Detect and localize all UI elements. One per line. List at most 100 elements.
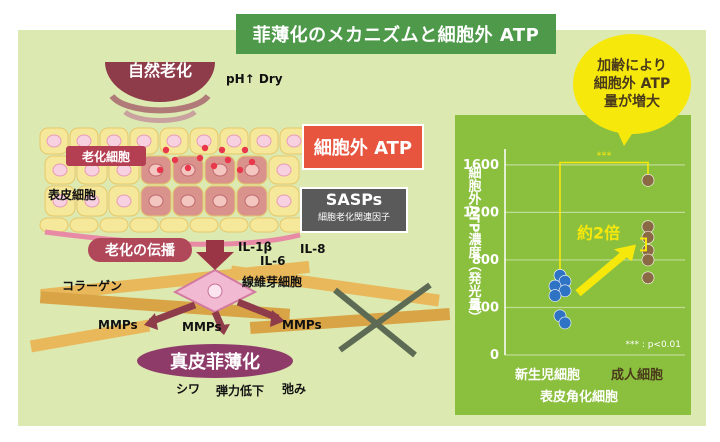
cell-nucleus [52, 163, 68, 177]
cell-nucleus [116, 194, 132, 208]
il1b-label: IL-1β [238, 240, 273, 254]
collagen-fiber [29, 319, 151, 353]
epidermis-cells [39, 127, 309, 233]
epidermal-cell [129, 217, 159, 233]
epidermal-cell [249, 217, 279, 233]
extracellular-atp-box: 細胞外 ATP [302, 124, 424, 170]
fold-arrow-head [614, 244, 636, 262]
atp-dot [218, 146, 226, 154]
atp-dot [156, 166, 164, 174]
sasps-label: SASPs [325, 190, 383, 209]
bracket-line [559, 161, 649, 272]
y-tick-label: 400 [472, 300, 499, 315]
propagation-arrow [196, 240, 234, 270]
elasticity-label: 弾力低下 [216, 384, 265, 398]
mmps-arrow [236, 298, 280, 322]
sasps-sublabel: 細胞老化関連因子 [317, 213, 390, 223]
chart-grid [504, 149, 685, 356]
fold-arrow-shaft [575, 249, 629, 297]
epidermal-cell [69, 217, 99, 233]
sasps-box: SASPs 細胞老化関連因子 [300, 187, 408, 233]
callout-line-1: 加齢により [597, 58, 667, 74]
mmps-label: MMPs [98, 318, 138, 332]
degraded-collagen-mark [338, 282, 432, 353]
cell-nucleus [46, 134, 62, 148]
y-tick-label: 800 [472, 253, 499, 268]
cell-nucleus [166, 134, 182, 148]
significance-bracket: *** *** : p<0.01 [559, 151, 681, 350]
thinning-ellipse [137, 344, 293, 378]
mmps-arrow-head [144, 313, 158, 330]
collagen-label: コラーゲン [62, 279, 123, 293]
cell-nucleus [244, 194, 260, 208]
aging-propagation-label: 老化の伝播 [88, 238, 192, 262]
aging-arc-line [109, 94, 211, 114]
data-point [641, 174, 655, 187]
skin-illustration [29, 62, 451, 378]
atp-dot [236, 166, 244, 174]
atp-dot [196, 154, 204, 162]
cell-nucleus [276, 163, 292, 177]
callout-bubble: 加齢により 細胞外 ATP 量が増大 [573, 34, 691, 134]
il6-label: IL-6 [260, 254, 286, 268]
fibroblast-label: 線維芽細胞 [242, 275, 303, 289]
epidermal-cell-label: 表皮細胞 [48, 188, 97, 202]
data-point [641, 220, 655, 233]
data-point [548, 289, 562, 302]
basement-membrane [44, 229, 301, 247]
atp-chart: 0 400 800 1200 1600 *** *** : p<0.01 約2倍 [463, 149, 685, 363]
significance-stars: *** [597, 151, 612, 162]
epidermal-cell [219, 217, 249, 233]
atp-dot [248, 158, 256, 166]
chart-points [548, 174, 655, 330]
fold-annotation: 約2倍 [575, 224, 647, 297]
natural-aging-label: 自然老化 [127, 61, 192, 80]
cell-nucleus [84, 194, 100, 208]
fibroblast-nucleus [207, 283, 223, 299]
epidermal-cell [189, 217, 219, 233]
aging-arc-line [123, 110, 197, 124]
epidermal-cell [39, 217, 69, 233]
cell-nucleus [286, 134, 302, 148]
atp-dot [224, 156, 232, 164]
atp-dot [184, 164, 192, 172]
atp-dot [210, 162, 218, 170]
epidermal-cell [159, 217, 189, 233]
collagen-fiber [230, 265, 440, 307]
x-axis-label: 表皮角化細胞 [540, 390, 619, 405]
data-point [558, 316, 572, 330]
il8-label: IL-8 [300, 242, 326, 256]
mmps-label: MMPs [282, 318, 322, 332]
callout-tail [616, 128, 636, 146]
sag-label: 弛み [282, 382, 307, 396]
atp-dot [162, 146, 170, 154]
cell-nucleus [226, 134, 242, 148]
y-tick-label: 1600 [463, 158, 499, 173]
data-point [641, 253, 655, 267]
x-category-adult: 成人細胞 [611, 368, 664, 383]
aging-arc [105, 62, 215, 102]
figure-title: 菲薄化のメカニズムと細胞外 ATP [236, 14, 556, 54]
fold-label: 約2倍 [577, 224, 620, 243]
cell-nucleus [180, 194, 196, 208]
y-tick-label: 1200 [463, 205, 499, 220]
x-category-newborn: 新生児細胞 [515, 368, 581, 383]
epidermal-cell [99, 217, 129, 233]
mmps-arrow-head [270, 310, 285, 327]
dermal-thinning-label: 真皮菲薄化 [170, 352, 260, 373]
wrinkle-label: シワ [176, 382, 201, 396]
cell-nucleus [244, 163, 260, 177]
p-value-note: *** : p<0.01 [625, 340, 681, 350]
callout-line-2: 細胞外 ATP [593, 76, 671, 92]
y-tick-labels: 0 400 800 1200 1600 [463, 158, 499, 363]
y-tick-label: 0 [490, 348, 499, 363]
cell-nucleus [276, 194, 292, 208]
collagen-fiber [39, 291, 291, 321]
cell-nucleus [212, 194, 228, 208]
data-point [641, 231, 655, 244]
y-axis-label: 細胞外ATP濃度（発光量） [465, 166, 481, 324]
ph-dry-label: pH↑ Dry [226, 72, 283, 86]
fold-range-mark [640, 237, 647, 252]
atp-dot [201, 144, 209, 152]
